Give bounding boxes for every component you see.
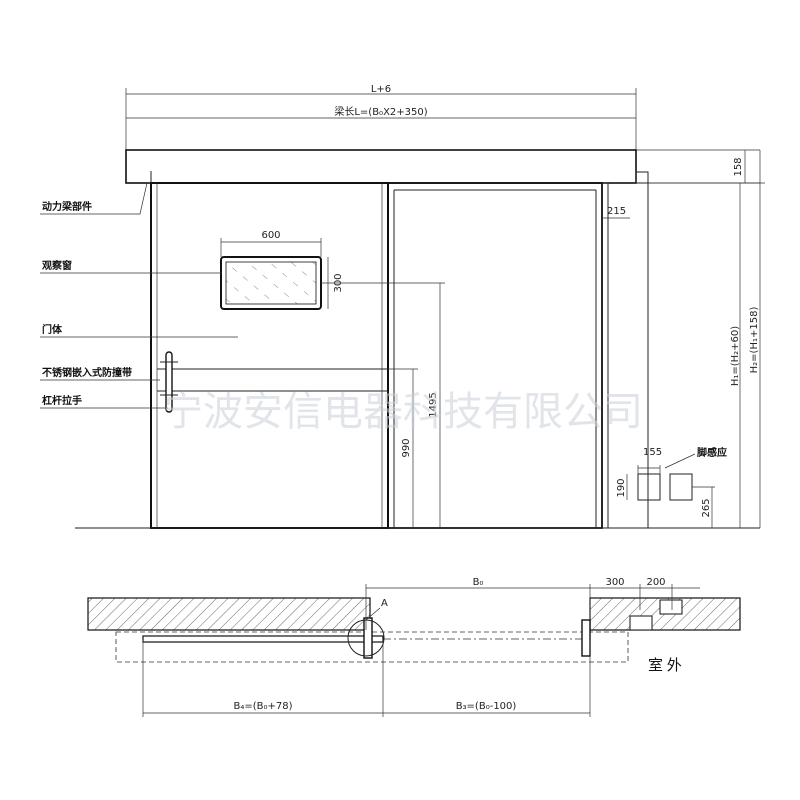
guard-strip-label: 不锈钢嵌入式防撞带 [42,366,132,379]
foot-sensor [637,453,696,501]
sensor-elevation-label: 265 [701,498,712,517]
power-beam-label: 动力梁部件 [42,200,92,213]
sensor-height-dimension: 190 [616,474,628,500]
guard-strip [157,368,388,392]
jamb-width-dimension: 215 [602,206,630,219]
lever-handle [160,351,178,413]
callouts: 动力梁部件 观察窗 门体 不锈钢嵌入式防撞带 杠杆拉手 [40,182,238,409]
window-width-label: 600 [261,230,280,241]
beam-length-dimension: 梁长L=(B₀X2+350) [126,105,636,119]
h1-dimension: H₁=(H₂+60) [648,182,765,528]
offset-300-label: 300 [605,577,624,588]
foot-sensor-label: 脚感应 [697,446,727,459]
beam-end-block [635,171,649,184]
b0-label: B₀ [473,577,484,588]
strip-height-dimension: 990 [388,368,418,528]
window-width-dimension: 600 [220,230,322,257]
plan-top-dimensions: B₀ 300 200 [365,577,700,630]
power-beam [125,149,637,184]
door-frame-opening [387,182,603,529]
h1-label: H₁=(H₂+60) [730,326,741,386]
strip-height-label: 990 [401,438,412,457]
observation-window-label: 观察窗 [42,259,72,272]
overall-width-dimension: L+6 [125,84,637,150]
lever-handle-label: 杠杆拉手 [42,394,82,407]
detail-mark: A [381,598,388,609]
observation-window [220,256,322,310]
door-leaf-plan [142,635,384,643]
h2-dimension: H₂=(H₁+158) [749,150,761,528]
door-body-label: 门体 [42,323,63,336]
outdoor-label: 室 外 [648,657,682,674]
b4-label: B₄=(B₀+78) [233,701,292,712]
sensor-elevation-dimension: 265 [692,486,715,528]
offset-200-label: 200 [646,577,665,588]
handle-height-dimension: 1495 [321,282,445,528]
company-watermark: 宁波安信电器科技有限公司 [163,389,643,435]
left-wall-section [87,597,371,631]
header-height-label: 158 [733,157,744,176]
plan-bottom-dimensions: B₄=(B₀+78) B₃=(B₀-100) [142,640,591,717]
b3-label: B₃=(B₀-100) [456,701,517,712]
h2-label: H₂=(H₁+158) [749,307,760,374]
overall-width-label: L+6 [371,84,391,95]
jamb-width-label: 215 [607,206,626,217]
handle-height-label: 1495 [428,392,439,417]
plan-view: A [87,597,741,663]
beam-length-label: 梁长L=(B₀X2+350) [334,105,427,118]
header-height-dimension: 158 [636,149,760,184]
sensor-height-label: 190 [616,478,627,497]
sensor-width-label: 155 [643,447,662,458]
